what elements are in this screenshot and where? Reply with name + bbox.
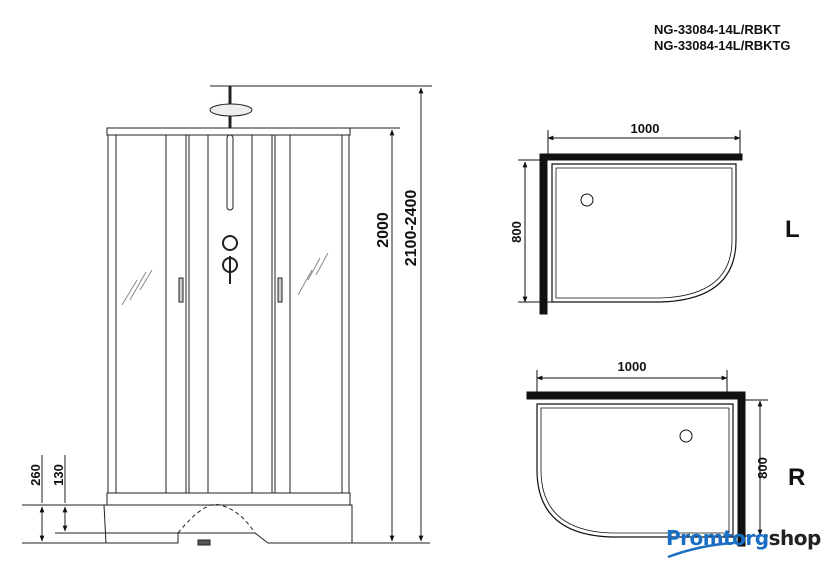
tray-height-label: 260 [28,464,43,486]
height-2000-label: 2000 [375,212,392,248]
plan-left-depth: 800 [509,221,524,243]
logo-swoosh [667,541,735,559]
plan-left-width: 1000 [631,121,660,136]
shower-head-icon [209,103,253,117]
model-code-2: NG-33084-14L/RBKTG [654,38,791,53]
plan-right-depth: 800 [755,457,770,479]
model-code-1: NG-33084-14L/RBKT [654,22,781,37]
tray-step-label: 130 [51,464,66,486]
plan-right-width: 1000 [618,359,647,374]
door-handle-icon [277,277,283,303]
front-dimensions [22,85,432,544]
side-r-label: R [788,464,805,491]
side-l-label: L [785,216,800,243]
plan-left [518,130,743,315]
plan-right [526,370,768,547]
drain-icon [580,193,594,207]
front-view [103,86,353,546]
promtorgshop-logo: Promtorgshop [666,526,821,550]
door-handle-icon [178,277,184,303]
height-total-label: 2100-2400 [403,190,420,267]
logo-part-2: shop [768,526,822,550]
drain-icon [679,429,693,443]
logo-part-1: Promtorg [666,526,769,550]
